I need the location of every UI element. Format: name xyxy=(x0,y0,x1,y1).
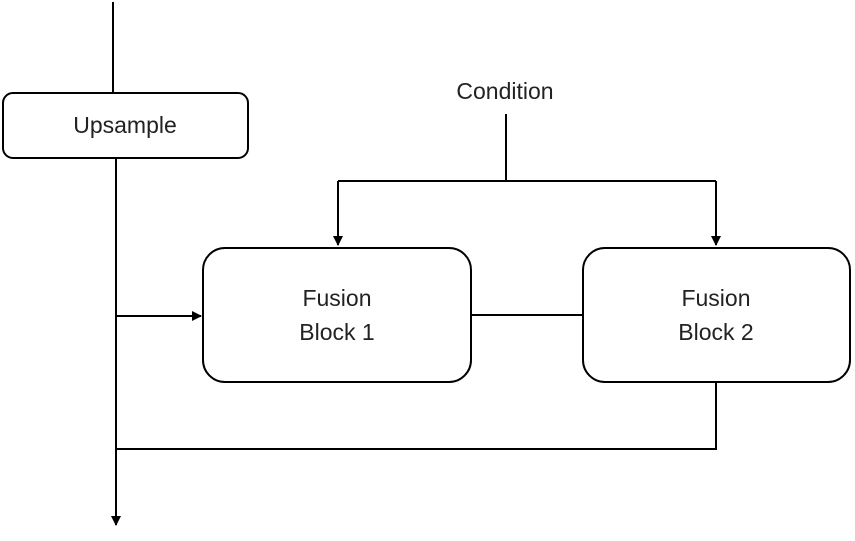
fusion-block-1-label-line1: Fusion xyxy=(302,285,371,311)
fusion-block-2-box xyxy=(582,247,851,383)
condition-node: Condition xyxy=(456,78,553,104)
upsample-label: Upsample xyxy=(73,112,177,138)
fusion-block-2-label-line1: Fusion xyxy=(681,285,750,311)
fusion-block-1-node: Fusion Block 1 xyxy=(202,247,472,383)
upsample-node: Upsample xyxy=(2,92,249,159)
fusion-block-2-node: Fusion Block 2 xyxy=(582,247,851,383)
edge-fusion-block-2-to-trunk xyxy=(116,383,717,450)
fusion-block-2-label-line2: Block 2 xyxy=(678,319,753,345)
condition-label: Condition xyxy=(456,78,553,104)
fusion-block-1-label-line2: Block 1 xyxy=(299,319,374,345)
fusion-block-1-box xyxy=(202,247,472,383)
upsample-box xyxy=(2,92,249,159)
edges xyxy=(111,2,721,526)
